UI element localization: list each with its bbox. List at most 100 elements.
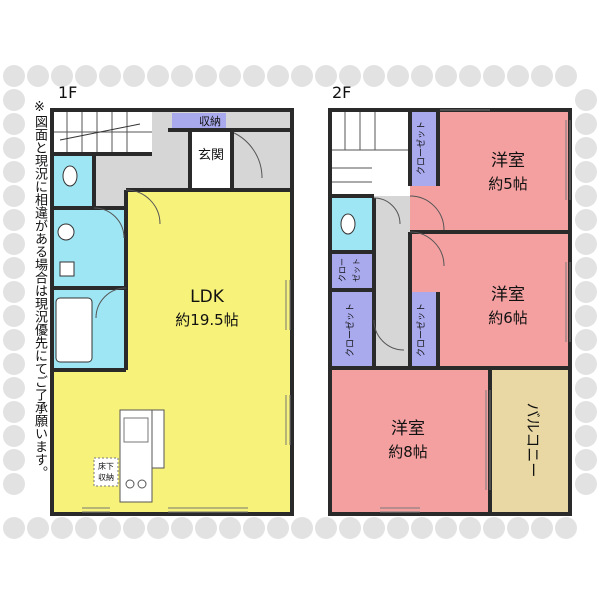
ldk-room xyxy=(52,190,290,512)
floor-2-label: 2F xyxy=(332,83,351,102)
entrance-label: 玄関 xyxy=(198,148,224,163)
watermark-stamp xyxy=(171,517,193,539)
watermark-stamp xyxy=(507,65,529,87)
closet-2f-left xyxy=(332,292,374,368)
watermark-border xyxy=(3,65,597,539)
watermark-stamp xyxy=(3,329,25,351)
watermark-stamp xyxy=(555,517,577,539)
watermark-stamp xyxy=(575,113,597,135)
watermark-stamp xyxy=(99,65,121,87)
watermark-stamp xyxy=(483,517,505,539)
watermark-stamp xyxy=(99,517,121,539)
closet-room-6 xyxy=(410,292,438,368)
watermark-stamp xyxy=(123,65,145,87)
stair-steps-2f xyxy=(330,110,410,183)
watermark-stamp xyxy=(3,185,25,207)
watermark-stamp xyxy=(575,137,597,159)
watermark-stamp xyxy=(3,209,25,231)
kitchen-sink-icon xyxy=(123,417,149,443)
disclaimer-note: ※図面と現況に相違がある場合は現況優先にてご了承願います。 xyxy=(32,100,47,479)
washer-icon xyxy=(59,261,75,277)
watermark-stamp xyxy=(575,209,597,231)
watermark-stamp xyxy=(531,65,553,87)
watermark-stamp xyxy=(171,65,193,87)
watermark-stamp xyxy=(575,89,597,111)
watermark-stamp xyxy=(3,377,25,399)
watermark-stamp xyxy=(27,517,49,539)
watermark-stamp xyxy=(575,473,597,495)
watermark-stamp xyxy=(3,89,25,111)
watermark-stamp xyxy=(3,473,25,495)
watermark-stamp xyxy=(3,137,25,159)
watermark-stamp xyxy=(3,113,25,135)
balcony-label: バルコニー xyxy=(524,403,542,478)
watermark-stamp xyxy=(3,257,25,279)
watermark-stamp xyxy=(195,517,217,539)
watermark-stamp xyxy=(51,65,73,87)
watermark-stamp xyxy=(3,425,25,447)
watermark-stamp xyxy=(3,305,25,327)
watermark-stamp xyxy=(387,517,409,539)
storage-label-1f: 収納 xyxy=(199,115,221,128)
watermark-stamp xyxy=(575,257,597,279)
windows-2f xyxy=(380,109,571,513)
closet-label-left: クローゼット xyxy=(344,303,356,357)
watermark-stamp xyxy=(3,449,25,471)
watermark-stamp xyxy=(123,517,145,539)
kitchen-bar xyxy=(151,409,165,469)
watermark-stamp xyxy=(555,65,577,87)
room-6-size: 約6帖 xyxy=(488,309,528,327)
watermark-stamp xyxy=(575,329,597,351)
watermark-stamp xyxy=(339,517,361,539)
watermark-stamp xyxy=(147,65,169,87)
watermark-stamp xyxy=(315,65,337,87)
watermark-stamp xyxy=(339,65,361,87)
watermark-stamp xyxy=(575,185,597,207)
watermark-stamp xyxy=(411,65,433,87)
room-5-size: 約5帖 xyxy=(488,175,528,193)
stair-arrow-1f xyxy=(59,123,141,141)
watermark-stamp xyxy=(3,281,25,303)
watermark-stamp xyxy=(575,449,597,471)
closet-label-room-5: クローゼット xyxy=(415,121,427,175)
storage-1f xyxy=(172,113,226,129)
watermark-stamp xyxy=(219,65,241,87)
entrance xyxy=(190,132,232,188)
room-5-label: 洋室 xyxy=(491,151,525,171)
watermark-stamp xyxy=(3,353,25,375)
watermark-stamp xyxy=(291,517,313,539)
closet-small-label-1: クロー xyxy=(338,258,347,282)
windows-1f xyxy=(82,280,291,513)
watermark-stamp xyxy=(3,233,25,255)
watermark-stamp xyxy=(75,517,97,539)
ldk-size: 約19.5帖 xyxy=(175,311,238,329)
watermark-stamp xyxy=(291,65,313,87)
entrance-door-swing xyxy=(231,131,263,179)
watermark-stamp xyxy=(195,65,217,87)
toilet-icon xyxy=(340,213,356,235)
watermark-stamp xyxy=(267,65,289,87)
sink-icon xyxy=(57,223,75,241)
watermark-stamp xyxy=(531,517,553,539)
closet-small-2f xyxy=(332,254,374,288)
ldk-label: LDK xyxy=(190,287,225,307)
watermark-stamp xyxy=(575,233,597,255)
watermark-stamp xyxy=(575,425,597,447)
underfloor-storage-label-2: 収納 xyxy=(98,472,114,482)
closet-label-room-6: クローゼット xyxy=(415,303,427,357)
closet-small-label-2: ゼット xyxy=(351,258,361,282)
watermark-stamp xyxy=(243,65,265,87)
watermark-stamp xyxy=(363,517,385,539)
watermark-stamp xyxy=(3,161,25,183)
walls-1f xyxy=(50,108,294,516)
doors-1f xyxy=(93,189,161,319)
watermark-stamp xyxy=(507,517,529,539)
toilet-icon xyxy=(62,165,78,187)
underfloor-storage-label-1: 床下 xyxy=(98,461,114,471)
watermark-stamp xyxy=(575,161,597,183)
underfloor-storage xyxy=(93,457,119,487)
watermark-stamp xyxy=(387,65,409,87)
watermark-stamp xyxy=(3,65,25,87)
watermark-stamp xyxy=(267,517,289,539)
